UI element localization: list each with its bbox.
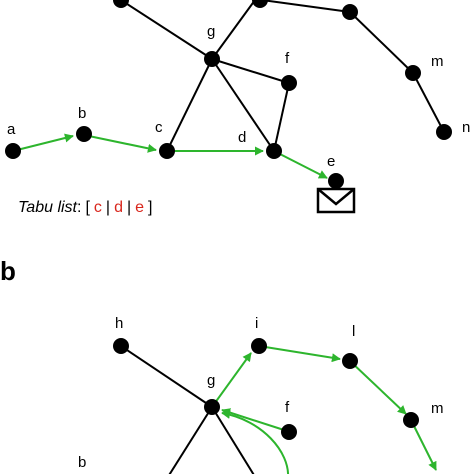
node-label-c: c (155, 119, 163, 136)
arrow-i-l (258, 345, 341, 363)
arrow-lower-g (221, 409, 289, 474)
node-label-h: h (115, 315, 123, 332)
node-top3 (342, 4, 358, 20)
node-h (113, 338, 129, 354)
node-a (5, 143, 21, 159)
edge-top3-m (349, 11, 414, 74)
envelope-icon (316, 187, 356, 214)
arrow-l-m (349, 360, 407, 415)
node-b (76, 126, 92, 142)
node-m (405, 65, 421, 81)
node-label-a: a (7, 121, 16, 138)
panel-b: h i l g f m b (78, 315, 444, 474)
tabu-list-colon: : (77, 199, 81, 216)
tabu-list-title: Tabu list (18, 199, 78, 216)
arrow-d-e (273, 150, 328, 179)
node-d (266, 143, 282, 159)
node-label-g: g (207, 372, 215, 389)
node-label-e: e (327, 153, 335, 170)
tabu-list-open-bracket: [ (85, 199, 90, 216)
edge-g-down-left (168, 406, 213, 474)
arrow-g-i (211, 352, 252, 408)
node-label-n: n (462, 119, 470, 136)
edge-h-g (120, 345, 213, 408)
edge-m-n (412, 72, 445, 133)
node-label-f: f (285, 399, 290, 416)
node-m (403, 412, 419, 428)
edge-top1-g (120, 0, 213, 60)
edge-g-down-right (211, 406, 255, 474)
node-label-i: i (255, 315, 258, 332)
panel-b-label: b (0, 256, 16, 286)
node-top2 (252, 0, 268, 8)
node-f (281, 75, 297, 91)
node-label-l: l (352, 323, 355, 340)
arrow-b-c (83, 134, 157, 153)
panel-a: g f m n a b c d e Tabu list:[c|d|e] (5, 0, 470, 216)
arrow-f-g (221, 408, 285, 431)
edge-g-f (211, 58, 290, 84)
arrow-m-next (410, 419, 437, 471)
node-label-d: d (238, 129, 246, 146)
arrow-a-b (12, 133, 74, 152)
node-c (159, 143, 175, 159)
node-label-b: b (78, 105, 86, 122)
node-g (204, 51, 220, 67)
tabu-list-close-bracket: ] (148, 199, 152, 216)
node-label-g: g (207, 23, 215, 40)
tabu-list-item: c (94, 199, 102, 216)
node-label-m: m (431, 400, 444, 417)
tabu-list-separator: | (127, 199, 131, 216)
edge-g-d (211, 58, 275, 152)
node-label-f: f (285, 50, 290, 67)
node-label-m: m (431, 53, 444, 70)
edge-top2-top3 (261, 0, 351, 13)
node-g (204, 399, 220, 415)
node-i (251, 338, 267, 354)
node-n (436, 124, 452, 140)
tabu-list-item: d (114, 199, 123, 216)
tabu-list-separator: | (106, 199, 110, 216)
node-top1 (113, 0, 129, 8)
tabu-list-item: e (135, 199, 144, 216)
edge-g-c (166, 58, 213, 152)
node-label-b: b (78, 454, 86, 471)
node-l (342, 353, 358, 369)
edge-f-d (273, 82, 290, 152)
tabu-list: Tabu list:[c|d|e] (18, 199, 152, 216)
node-e (328, 173, 344, 189)
edge-top2-g (211, 0, 256, 60)
node-f (281, 424, 297, 440)
